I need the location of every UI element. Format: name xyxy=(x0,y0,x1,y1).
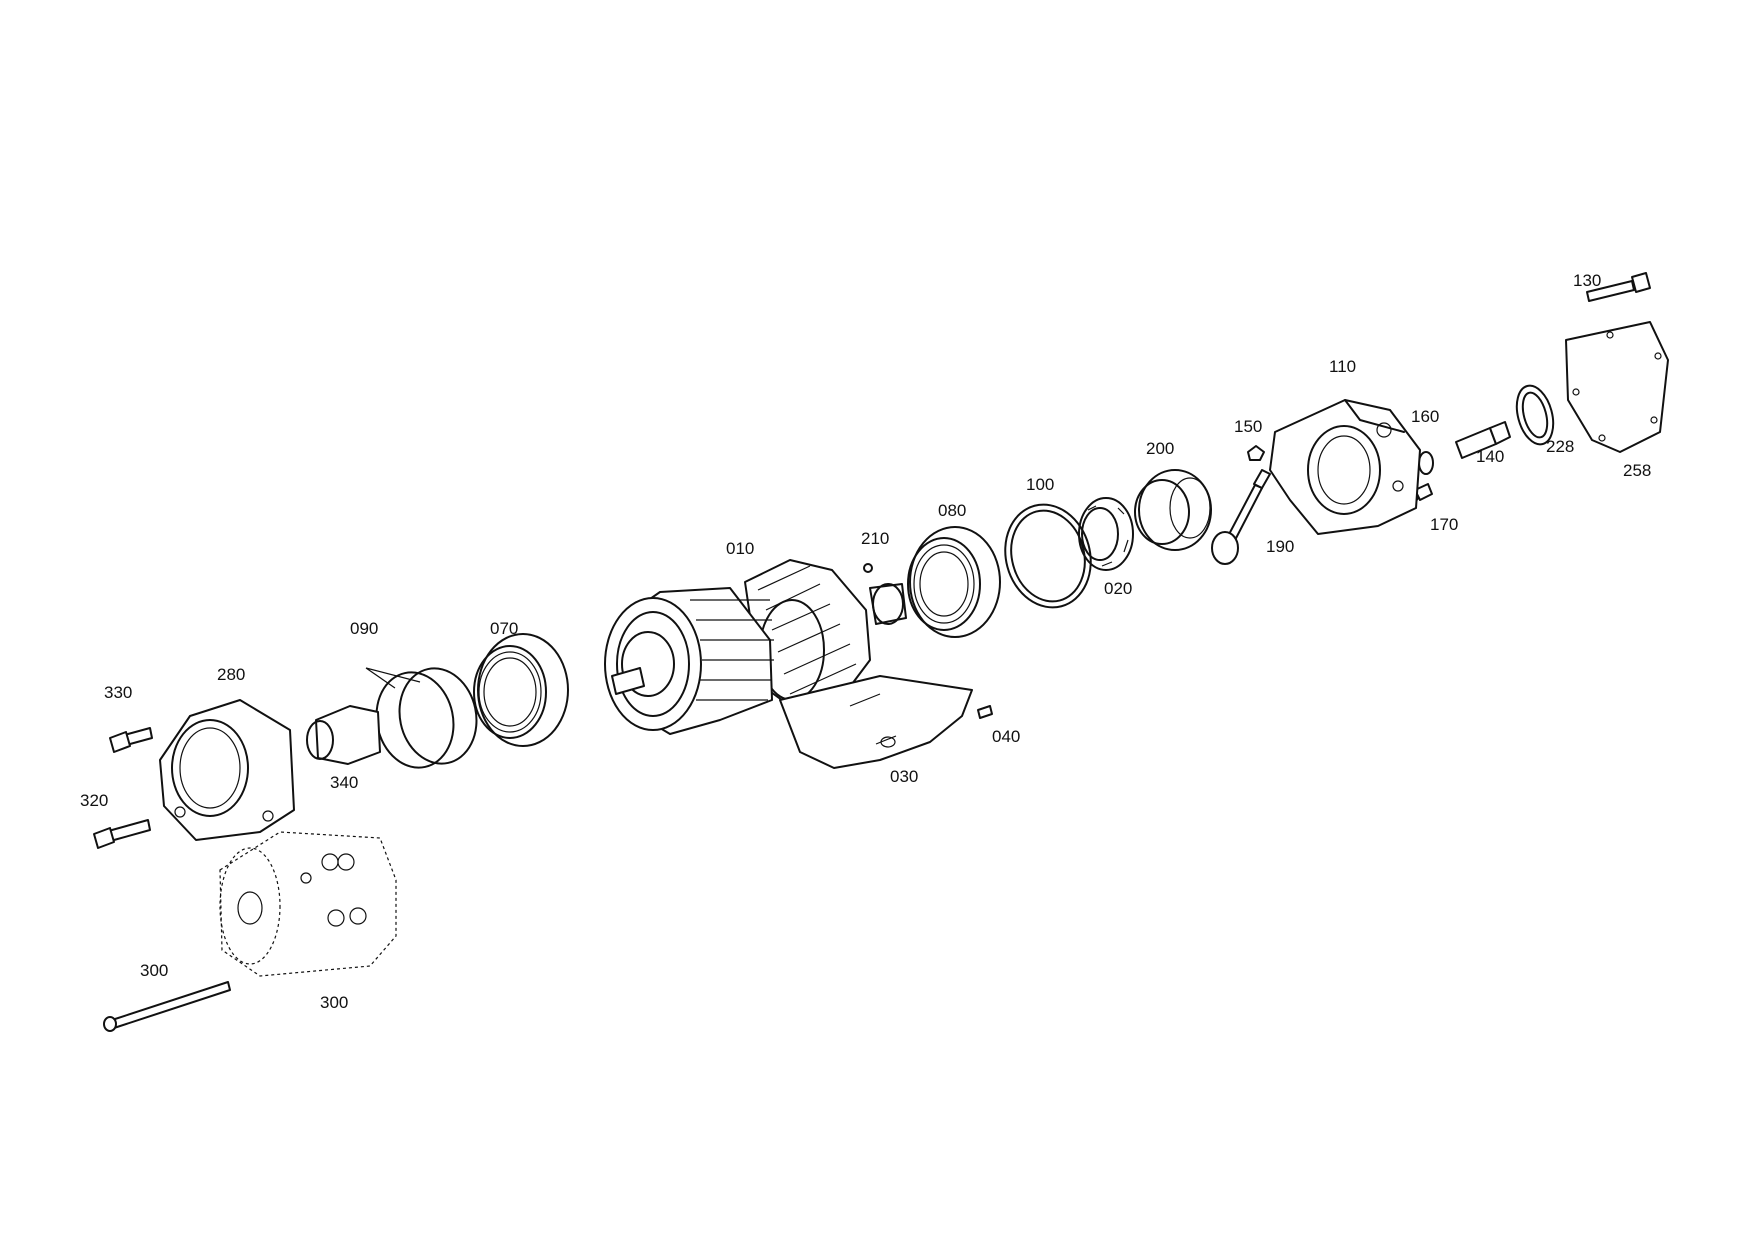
label-210: 210 xyxy=(861,529,890,548)
label-300: 258 xyxy=(1623,461,1652,480)
label-180: 200 xyxy=(1146,439,1175,458)
part-190-pinion-shaft xyxy=(1211,469,1271,565)
part-100-ring xyxy=(1004,503,1092,609)
part-150-nut xyxy=(1247,445,1265,461)
label-340: 340 xyxy=(330,773,359,792)
part-280-long-bolt xyxy=(103,981,231,1032)
part-320-bolt xyxy=(93,819,151,849)
part-030-shield xyxy=(779,675,973,769)
label-280: 300 xyxy=(140,961,169,980)
part-110-housing xyxy=(1269,399,1421,535)
label-258: 300 xyxy=(320,993,349,1012)
label-040: 040 xyxy=(992,727,1021,746)
label-190: 190 xyxy=(1266,537,1295,556)
part-180-bearing-race xyxy=(1134,469,1212,551)
label-330: 330 xyxy=(104,683,133,702)
label-150: 150 xyxy=(1234,417,1263,436)
part-340-sleeve xyxy=(306,705,381,765)
label-228: 280 xyxy=(217,665,246,684)
part-160-o-ring xyxy=(1418,451,1434,475)
label-090: 090 xyxy=(350,619,379,638)
label-170: 170 xyxy=(1430,515,1459,534)
part-040-screw xyxy=(977,705,993,719)
part-010-gear xyxy=(604,559,907,735)
part-228-housing xyxy=(159,699,295,841)
label-160: 160 xyxy=(1411,407,1440,426)
part-210-ball xyxy=(863,563,873,573)
part-070-ball-bearing xyxy=(473,633,569,747)
part-080-ball-bearing xyxy=(907,526,1001,638)
label-010: 010 xyxy=(726,539,755,558)
part-258-pump-body xyxy=(219,831,397,977)
label-130: 130 xyxy=(1573,271,1602,290)
label-110: 110 xyxy=(1329,357,1357,376)
label-080: 080 xyxy=(938,501,967,520)
part-090-rings xyxy=(365,667,478,769)
label-030: 030 xyxy=(890,767,919,786)
part-140-plug xyxy=(1455,421,1511,459)
part-300-cover-plate xyxy=(1565,321,1669,453)
label-070: 070 xyxy=(490,619,519,638)
part-130-bolt xyxy=(1586,272,1651,302)
label-140: 140 xyxy=(1476,447,1505,466)
label-100: 100 xyxy=(1026,475,1055,494)
part-020-roller-cage xyxy=(1078,497,1134,571)
part-330-bolt xyxy=(109,727,153,753)
part-200-circlip xyxy=(1515,384,1555,446)
label-020: 020 xyxy=(1104,579,1133,598)
label-200: 228 xyxy=(1546,437,1575,456)
label-320: 320 xyxy=(80,791,109,810)
